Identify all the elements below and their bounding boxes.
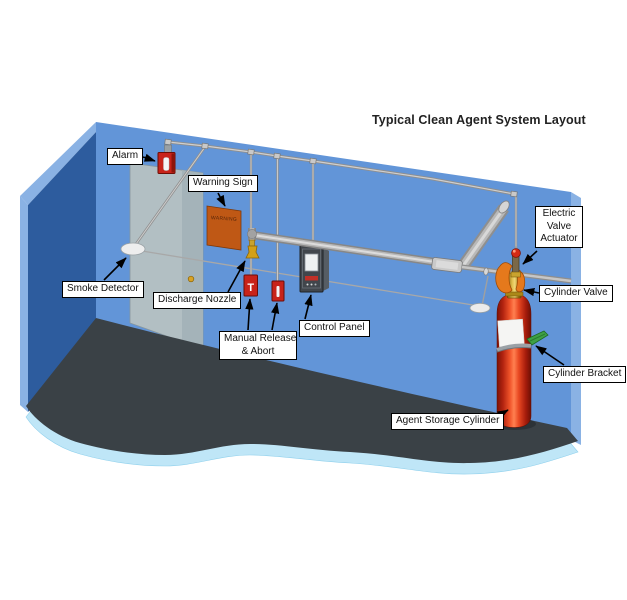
manual-release-station-2 <box>271 280 285 302</box>
arrow-manual-release-1 <box>245 298 254 331</box>
callout-discharge-nozzle: Discharge Nozzle <box>153 292 242 309</box>
alarm-strobe-bar <box>163 157 170 171</box>
cylinder-strap <box>496 343 532 352</box>
release-t-marking: T <box>247 282 254 294</box>
electric-valve-actuator-line2: Valve <box>546 220 572 232</box>
arrow-discharge-nozzle <box>227 260 246 293</box>
callout-warning-sign: Warning Sign <box>188 175 258 192</box>
warning-sign-graphic: WARNING <box>206 205 242 251</box>
control-panel-screen <box>304 253 319 272</box>
back-wall <box>96 122 571 445</box>
arrow-electric-valve-actuator <box>522 250 538 265</box>
callout-alarm: Alarm <box>107 148 144 165</box>
conduit-couplers <box>164 138 518 198</box>
agent-cylinder <box>492 286 536 430</box>
left-wall-side-bevel <box>20 196 28 412</box>
electric-valve-actuator-line1: Electric <box>542 208 576 219</box>
arrow-warning-sign <box>216 192 226 207</box>
manual-release-line1: Manual Release <box>224 333 297 344</box>
electric-valve-actuator-device <box>510 246 521 278</box>
pipe-coupling <box>431 257 463 273</box>
riser-pipe <box>458 200 510 270</box>
manual-release-station-1: T <box>243 274 258 297</box>
conduit-network <box>134 138 518 282</box>
electric-valve-actuator-line3: Actuator <box>540 233 578 244</box>
arrow-cylinder-valve <box>523 287 540 297</box>
cylinder-label <box>497 318 525 348</box>
warning-sign-text: WARNING <box>211 215 237 223</box>
discharge-nozzle-device <box>245 239 260 259</box>
callout-cylinder-bracket: Cylinder Bracket <box>543 366 627 383</box>
callout-control-panel: Control Panel <box>299 320 370 337</box>
riser-pipe-end-cap <box>498 200 510 214</box>
arrow-alarm <box>142 153 156 162</box>
pipe-elbow <box>247 229 257 239</box>
manual-release-line2: & Abort <box>241 345 275 357</box>
arrow-smoke-detector <box>103 257 127 281</box>
callout-cylinder-valve: Cylinder Valve <box>539 285 613 302</box>
control-panel-device <box>299 244 329 293</box>
callout-electric-valve-actuator: Electric Valve Actuator <box>535 206 583 248</box>
arrow-control-panel <box>304 294 313 320</box>
door-knob <box>187 275 195 283</box>
smoke-detector-right <box>469 275 491 313</box>
smoke-detector-left <box>120 242 146 256</box>
left-wall-top-bevel <box>20 122 96 205</box>
cylinder-bracket-device <box>526 330 549 346</box>
cylinder-body <box>496 293 532 428</box>
discharge-pipe <box>247 228 463 270</box>
callout-manual-release-abort: Manual Release & Abort <box>219 331 297 360</box>
callout-arrows <box>103 153 565 421</box>
alarm-horn <box>157 144 176 174</box>
callout-agent-storage-cylinder: Agent Storage Cylinder <box>391 413 505 430</box>
arrow-manual-release-2 <box>271 302 280 331</box>
diagram-title: Typical Clean Agent System Layout <box>372 113 586 127</box>
arrow-cylinder-bracket <box>535 345 565 366</box>
callout-smoke-detector: Smoke Detector <box>62 281 144 298</box>
